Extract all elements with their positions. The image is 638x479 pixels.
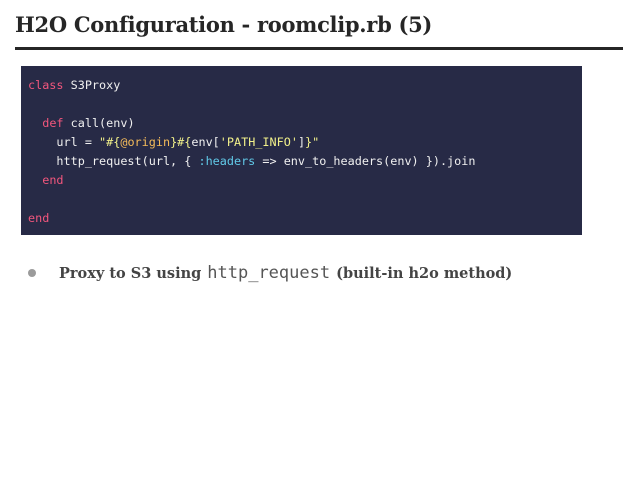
- code-instance-variable: @origin: [120, 135, 171, 149]
- code-line-8: end: [28, 209, 582, 228]
- code-symbol: :headers: [198, 154, 256, 168]
- code-text: ]: [297, 135, 306, 149]
- code-string: 'PATH_INFO': [219, 135, 298, 149]
- code-keyword: class: [28, 78, 64, 92]
- code-line-5: http_request(url, { :headers => env_to_h…: [28, 152, 582, 171]
- code-indent: [28, 173, 42, 187]
- code-string: "#{: [99, 135, 121, 149]
- code-line-6: end: [28, 171, 582, 190]
- bullet-inline-code: http_request: [207, 263, 331, 283]
- code-text: call(env): [63, 116, 135, 130]
- code-keyword: end: [28, 211, 50, 225]
- slide-title: H2O Configuration - roomclip.rb (5): [15, 12, 433, 37]
- code-text: S3Proxy: [63, 78, 121, 92]
- code-string: }": [305, 135, 320, 149]
- code-text: => env_to_headers(env) }).join: [255, 154, 476, 168]
- code-text: url =: [28, 135, 100, 149]
- bullet-item: Proxy to S3 using http_request (built-in…: [28, 258, 512, 288]
- code-text: env[: [191, 135, 220, 149]
- code-line-2: [28, 95, 582, 114]
- code-keyword: def: [42, 116, 64, 130]
- code-line-7: [28, 190, 582, 209]
- code-line-1: class S3Proxy: [28, 76, 582, 95]
- code-keyword: end: [42, 173, 64, 187]
- code-string: }#{: [170, 135, 192, 149]
- bullet-text-before: Proxy to S3 using: [59, 264, 202, 282]
- code-line-3: def call(env): [28, 114, 582, 133]
- bullet-dot-icon: [28, 269, 36, 277]
- code-indent: [28, 116, 42, 130]
- code-block: class S3Proxy def call(env) url = "#{@or…: [21, 66, 582, 235]
- title-underline: [15, 47, 623, 50]
- code-line-4: url = "#{@origin}#{env['PATH_INFO']}": [28, 133, 582, 152]
- bullet-text-after: (built-in h2o method): [336, 264, 513, 282]
- code-text: http_request(url, {: [28, 154, 199, 168]
